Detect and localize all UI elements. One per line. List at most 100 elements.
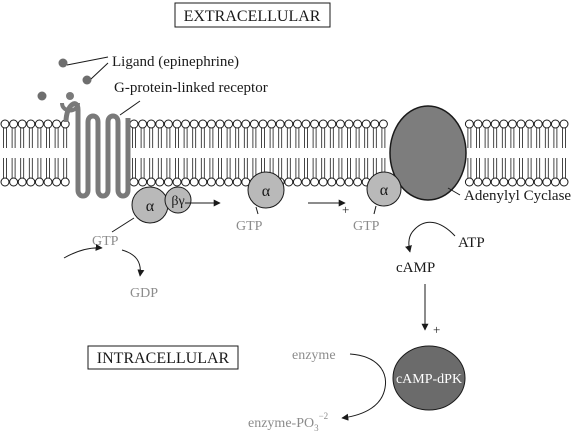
lipid-head	[163, 177, 173, 187]
lipid-head	[198, 177, 208, 187]
lipid-head	[249, 119, 259, 129]
lipid-head	[301, 119, 311, 129]
ligand-pointer-line	[90, 62, 109, 80]
lipid-tail	[510, 128, 515, 178]
lipid-head	[34, 177, 44, 187]
lipid-head	[353, 177, 363, 187]
lipid-tail	[355, 128, 360, 178]
intracellular-label: INTRACELLULAR	[97, 350, 230, 367]
lipid-tail	[519, 128, 523, 178]
lipid-head	[507, 177, 517, 187]
enzyme-label: enzyme	[292, 348, 336, 363]
atp-label: ATP	[458, 235, 485, 251]
gtp-label-1: GTP	[92, 234, 119, 249]
lipid-tail	[304, 128, 308, 178]
lipid-head	[206, 119, 216, 129]
lipid-head	[9, 119, 19, 129]
gtp-pointer-line	[255, 206, 259, 215]
phosphorylation-arrow	[341, 353, 387, 421]
lipid-tail	[200, 128, 205, 178]
lipid-head	[26, 177, 36, 187]
alpha-subunit-3	[366, 171, 402, 207]
lipid-tail	[261, 128, 265, 178]
lipid-tail	[140, 128, 145, 178]
lipid-head	[224, 177, 234, 187]
lipid-tail	[321, 128, 326, 178]
lipid-head	[473, 177, 483, 187]
ligand-pointer-line	[66, 56, 109, 66]
lipid-head	[129, 177, 139, 187]
receptor-pointer-line	[119, 100, 141, 116]
gdp-label: GDP	[130, 286, 158, 301]
lipid-tail	[501, 128, 506, 178]
lipid-head	[52, 177, 62, 187]
lipid-tail	[226, 128, 231, 178]
lipid-head	[378, 119, 388, 129]
lipid-head	[516, 177, 526, 187]
lipid-tail	[372, 128, 377, 178]
lipid-head	[138, 177, 148, 187]
lipid-tail	[183, 128, 188, 178]
receptor-label: G-protein-linked receptor	[114, 80, 268, 96]
lipid-tail	[527, 128, 532, 178]
lipid-head	[163, 119, 173, 129]
lipid-tail	[467, 128, 472, 178]
lipid-head	[129, 119, 139, 129]
lipid-head	[43, 119, 53, 129]
phosphate-subscript: 3	[314, 423, 319, 433]
ligand-label: Ligand (epinephrine)	[112, 54, 239, 70]
lipid-head	[550, 119, 560, 129]
lipid-head	[482, 177, 492, 187]
lipid-tail	[312, 128, 317, 178]
lipid-head	[198, 119, 208, 129]
ligand-dot	[37, 91, 47, 101]
lipid-tail	[37, 128, 42, 178]
lipid-head	[34, 119, 44, 129]
lipid-head	[206, 177, 216, 187]
lipid-head	[318, 177, 328, 187]
lipid-head	[52, 119, 62, 129]
lipid-tail	[175, 128, 179, 178]
lipid-head	[335, 119, 345, 129]
lipid-tail	[192, 128, 197, 178]
phosphate-charge: −2	[319, 411, 329, 421]
camp-dpk-kinase	[392, 345, 466, 411]
lipid-head	[335, 177, 345, 187]
lipid-head	[310, 119, 320, 129]
lipid-tail	[252, 128, 257, 178]
lipid-head	[327, 177, 337, 187]
lipid-tail	[295, 128, 300, 178]
beta-gamma-label: βγ	[171, 194, 184, 209]
lipid-head	[43, 177, 53, 187]
extracellular-label: EXTRACELLULAR	[184, 8, 321, 25]
cyclase-pointer-line	[447, 187, 461, 196]
adenylyl-cyclase-enzyme	[389, 105, 467, 201]
lipid-head	[525, 177, 535, 187]
alpha-label-1: α	[146, 198, 155, 215]
lipid-tail	[269, 128, 274, 178]
lipid-tail	[218, 128, 222, 178]
alpha-subunit-2	[247, 171, 285, 209]
lipid-head	[241, 119, 251, 129]
lipid-tail	[562, 128, 566, 178]
enzyme-phosphate-text: enzyme-PO	[248, 416, 314, 431]
lipid-head	[292, 119, 302, 129]
lipid-tail	[20, 128, 25, 178]
camp-dpk-label: cAMP-dPK	[396, 372, 462, 387]
lipid-head	[284, 119, 294, 129]
lipid-head	[26, 119, 36, 129]
lipid-head	[344, 119, 354, 129]
lipid-tail	[28, 128, 33, 178]
lipid-head	[473, 119, 483, 129]
lipid-tail	[347, 128, 351, 178]
gtp-exchange-arrow-in	[63, 243, 103, 259]
lipid-head	[490, 119, 500, 129]
lipid-head	[60, 177, 70, 187]
lipid-head	[499, 177, 509, 187]
lipid-head	[507, 119, 517, 129]
lipid-tail	[364, 128, 369, 178]
lipid-head	[464, 119, 474, 129]
gtp-label-2: GTP	[236, 219, 263, 234]
atp-to-camp-arrow	[405, 221, 456, 253]
